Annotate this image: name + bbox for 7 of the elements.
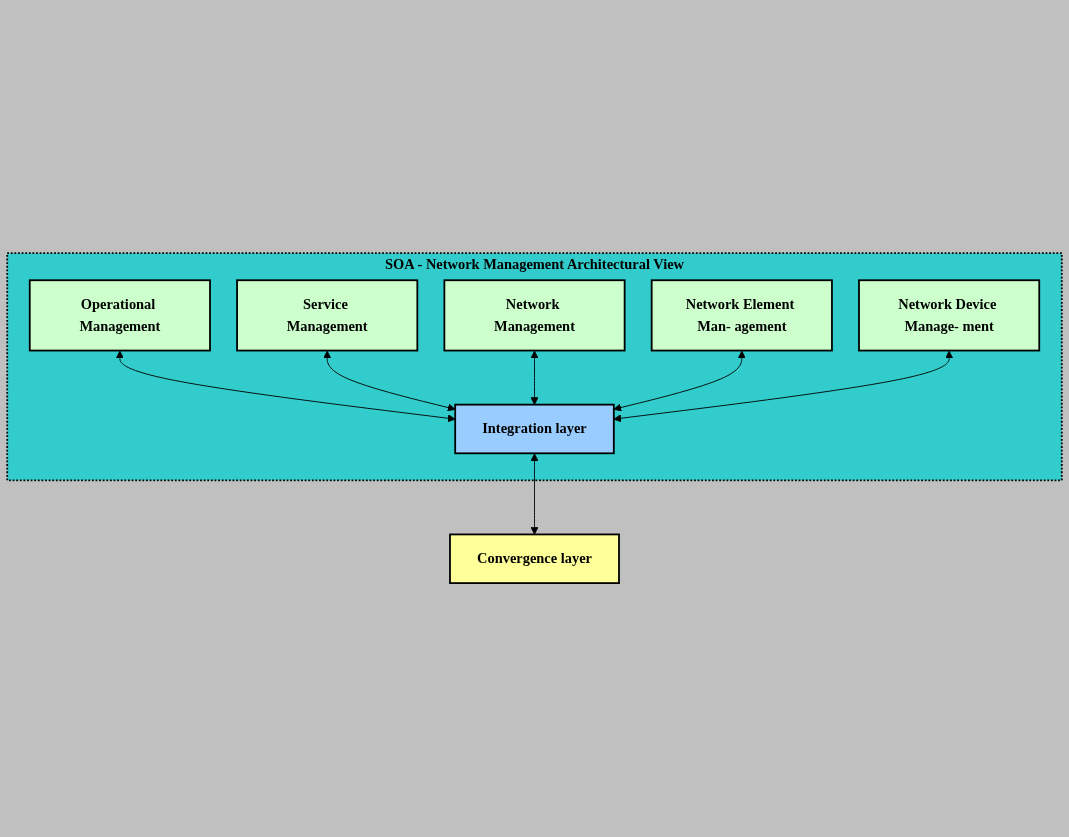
node-box: Network Element Man- agement bbox=[650, 279, 833, 352]
node-box: Service Management bbox=[236, 279, 419, 352]
node-box: Network Device Manage- ment bbox=[858, 279, 1041, 352]
node-box: Integration layer bbox=[454, 404, 615, 455]
node-box: Convergence layer bbox=[449, 533, 620, 585]
node-box: Operational Management bbox=[28, 279, 211, 352]
node-box: Network Management bbox=[443, 279, 626, 352]
